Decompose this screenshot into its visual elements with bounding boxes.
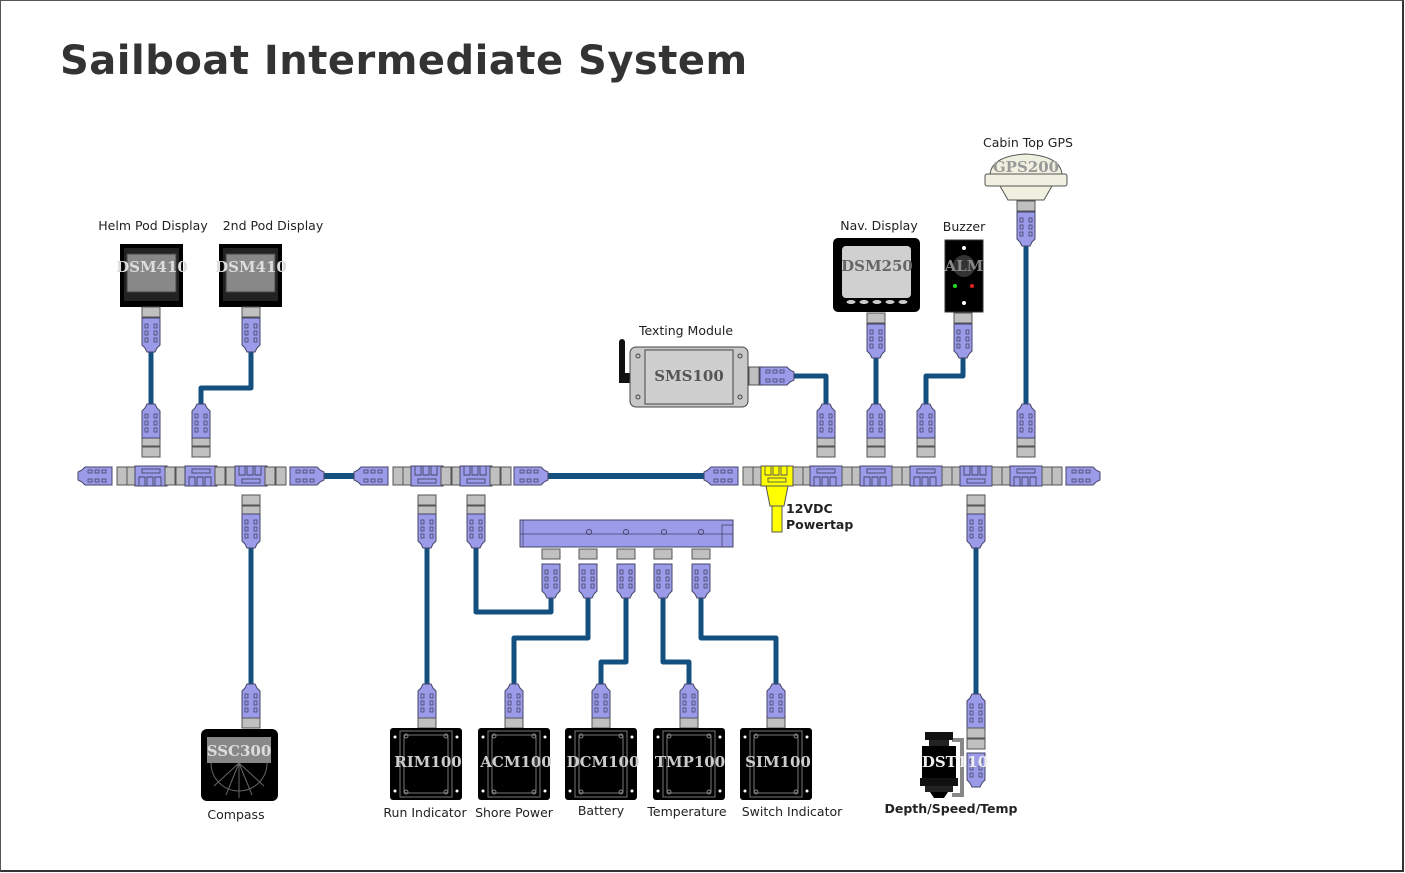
rim-model: RIM100: [394, 753, 461, 771]
texting-module-label: Texting Module: [638, 323, 733, 338]
helm-pod-display-label: Helm Pod Display: [98, 218, 208, 233]
dst-cable: [952, 738, 964, 797]
shore-power-module[interactable]: ACM100 Shore Power: [475, 683, 554, 820]
buzzer-label: Buzzer: [943, 219, 986, 234]
helm-pod-display[interactable]: Helm Pod Display DSM410: [98, 218, 208, 352]
second-pod-display[interactable]: 2nd Pod Display DSM410: [215, 218, 324, 352]
nav-display[interactable]: Nav. Display DSM250: [833, 218, 920, 358]
powertap-label-line2: Powertap: [786, 517, 853, 532]
compass-model: SSC300: [207, 742, 272, 760]
rim-label: Run Indicator: [383, 805, 467, 820]
temperature-module[interactable]: TMP100 Temperature: [646, 683, 727, 819]
battery-module[interactable]: DCM100 Battery: [564, 683, 640, 818]
dcm-label: Battery: [578, 803, 625, 818]
dst-label: Depth/Speed/Temp: [885, 801, 1018, 816]
depth-speed-temp-sensor[interactable]: DST110 Depth/Speed/Temp: [885, 693, 1018, 816]
second-pod-display-label: 2nd Pod Display: [223, 218, 324, 233]
backbone-segment-right: [704, 465, 1100, 533]
acm-model: ACM100: [479, 753, 552, 771]
nav-display-label: Nav. Display: [840, 218, 918, 233]
texting-module-model: SMS100: [654, 367, 724, 385]
cabin-top-gps[interactable]: Cabin Top GPS GPS200: [983, 135, 1073, 246]
compass-label: Compass: [207, 807, 264, 822]
tmp-model: TMP100: [655, 753, 725, 771]
powertap-label-line1: 12VDC: [786, 501, 833, 516]
compass[interactable]: SSC300 Compass: [201, 683, 278, 822]
drop-cables: [148, 237, 1029, 703]
dcm-model: DCM100: [567, 753, 640, 771]
second-pod-display-model: DSM410: [215, 258, 287, 276]
sim-model: SIM100: [745, 753, 811, 771]
nav-display-model: DSM250: [841, 257, 913, 275]
page-title: Sailboat Intermediate System: [60, 38, 748, 84]
switch-indicator-module[interactable]: SIM100 Switch Indicator: [739, 683, 843, 819]
dst-model: DST110: [922, 753, 988, 771]
backbone-segment-left: [78, 465, 324, 487]
run-indicator-module[interactable]: RIM100 Run Indicator: [383, 683, 467, 820]
buzzer[interactable]: Buzzer ALM: [943, 219, 986, 358]
powertap-tee: [760, 465, 794, 533]
sim-label: Switch Indicator: [742, 804, 843, 819]
drop-connectors-up: [141, 403, 1036, 458]
buzzer-model: ALM: [944, 257, 984, 275]
backbone-segment-middle: [354, 466, 548, 486]
tmp-label: Temperature: [646, 804, 726, 819]
gps-label: Cabin Top GPS: [983, 135, 1073, 150]
texting-module[interactable]: Texting Module SMS100: [619, 323, 794, 408]
acm-label: Shore Power: [475, 805, 554, 820]
helm-pod-display-model: DSM410: [116, 258, 188, 276]
gps-model: GPS200: [993, 158, 1059, 176]
junction-block: [519, 519, 734, 598]
